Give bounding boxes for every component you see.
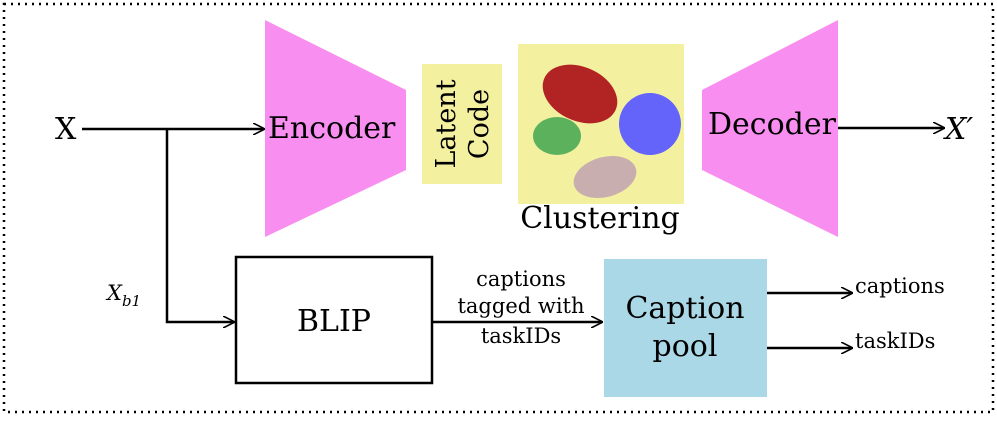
latent-code-label-line2: Code <box>464 89 495 159</box>
red-cluster <box>542 64 618 124</box>
edge-label-line3: taskIDs <box>481 324 561 348</box>
edge-label-line1: captions <box>476 267 566 291</box>
blip-label: BLIP <box>297 304 371 339</box>
branch-to-blip-arrow <box>165 129 234 322</box>
blip-block <box>234 255 434 385</box>
dotted-frame <box>2 2 995 414</box>
input-label: X <box>55 112 77 147</box>
taskids-output-label: taskIDs <box>855 329 935 353</box>
green-cluster <box>533 117 581 155</box>
caption-pool-block <box>604 259 767 397</box>
branch-label: Xb1 <box>105 281 141 310</box>
encoder-label: Encoder <box>268 111 396 146</box>
clustering-label: Clustering <box>520 201 680 236</box>
blue-cluster <box>619 93 681 155</box>
tan-cluster <box>573 155 637 199</box>
edge-label-line2: tagged with <box>457 294 584 318</box>
caption-pool-label-line2: pool <box>653 329 718 364</box>
encoder-block <box>265 20 406 237</box>
caption-pool-label-line1: Caption <box>625 291 744 326</box>
output-label: X′ <box>943 112 973 147</box>
latent-code-label-line1: Latent <box>431 79 462 168</box>
decoder-block <box>702 20 838 237</box>
captions-output-label: captions <box>855 274 945 298</box>
decoder-label: Decoder <box>708 107 837 142</box>
latent-code-block <box>422 64 502 184</box>
